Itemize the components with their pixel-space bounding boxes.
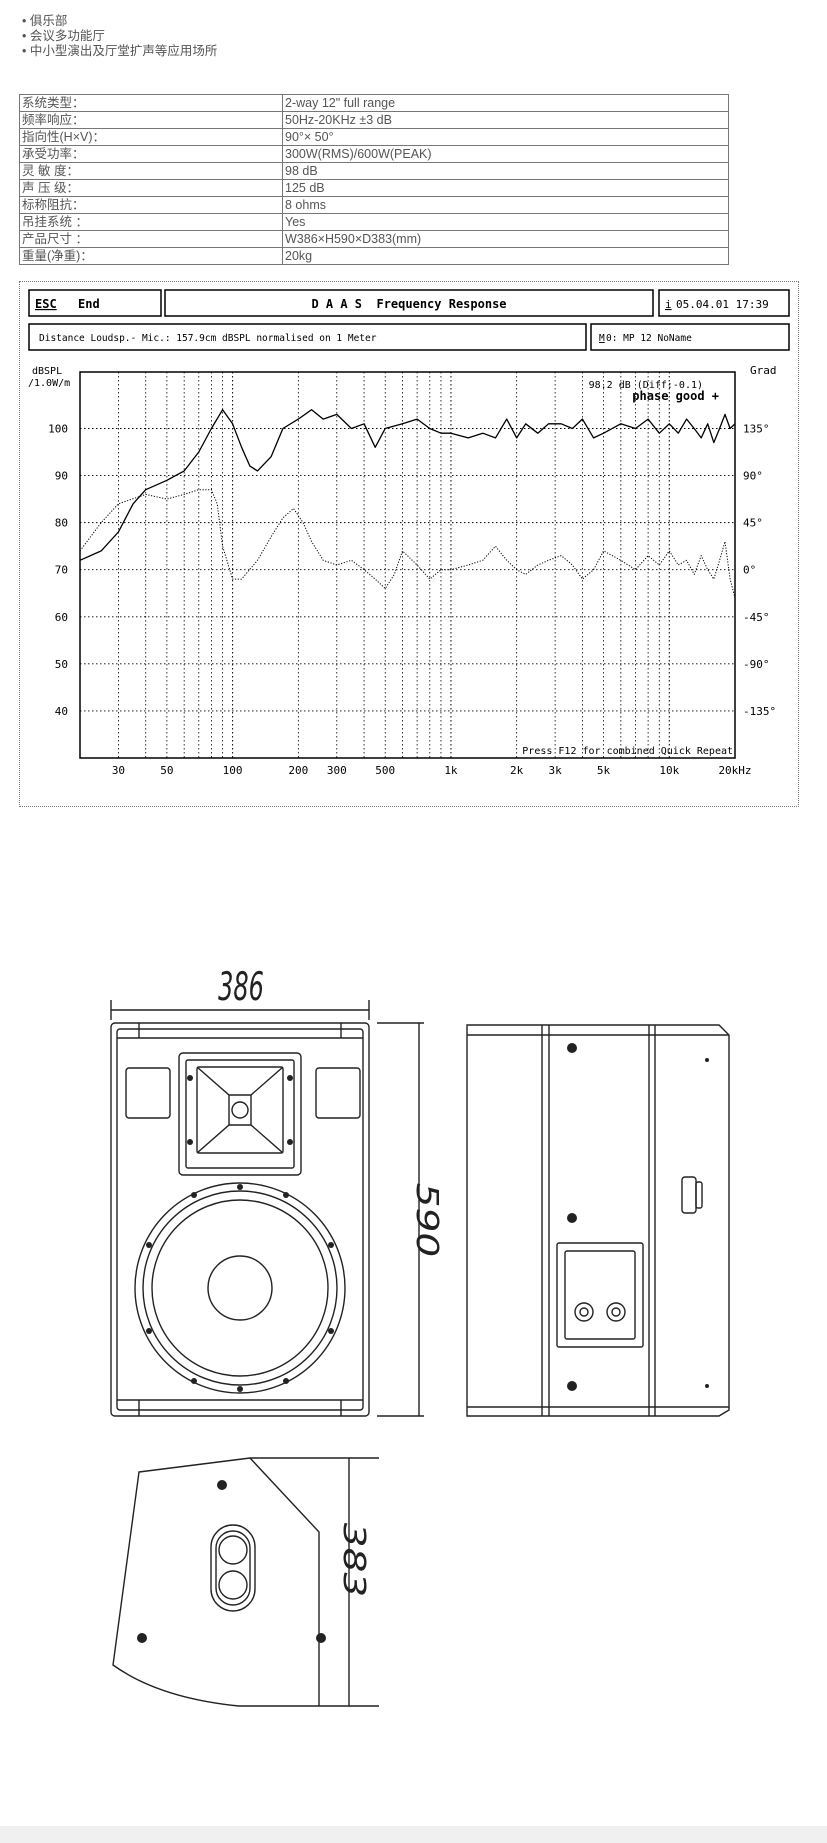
application-list: 俱乐部 会议多功能厅 中小型演出及厅堂扩声等应用场所 [22, 14, 218, 59]
x-tick-label: 1k [444, 764, 458, 777]
esc-key-label: ESC [35, 297, 57, 311]
magnitude-series-line [79, 409, 736, 561]
esc-end-box[interactable] [28, 289, 162, 317]
mode-key-label: M [599, 333, 605, 344]
spec-label: 系统类型： [19, 94, 283, 112]
spec-value: 2-way 12" full range [282, 94, 729, 112]
y-tick-label: 90 [55, 470, 68, 483]
x-tick-label: 100 [223, 764, 243, 777]
mode-text: 0: MP 12 NoName [606, 333, 692, 344]
x-tick-label: 20kHz [718, 764, 751, 777]
dimension-drawings: 386 590 [110, 964, 730, 1707]
spec-label: 频率响应： [19, 111, 283, 129]
x-tick-label: 30 [112, 764, 125, 777]
x-tick-label: 5k [597, 764, 611, 777]
spec-value: 125 dB [282, 179, 729, 197]
spec-row: 吊挂系统 ：Yes [19, 213, 729, 231]
spec-label: 标称阻抗： [19, 196, 283, 214]
y-tick-label: 70 [55, 564, 68, 577]
spec-value: 90°× 50° [282, 128, 729, 146]
datetime-label: 05.04.01 17:39 [676, 298, 769, 311]
y-axis-label: dBSPL [32, 366, 62, 377]
spec-row: 标称阻抗：8 ohms [19, 196, 729, 214]
side-view-drawing [466, 1024, 730, 1417]
application-item: 中小型演出及厅堂扩声等应用场所 [22, 44, 218, 59]
chart-footer-text: Press F12 for combined Quick Repeat [522, 746, 733, 757]
spec-label: 重量(净重)： [19, 247, 283, 265]
spec-row: 指向性(H×V)：90°× 50° [19, 128, 729, 146]
y2-axis-label: Grad [750, 364, 777, 377]
plot-frame [79, 371, 736, 759]
top-view-drawing: 383 [112, 1457, 379, 1707]
x-tick-label: 3k [548, 764, 562, 777]
y2-tick-label: 45° [743, 517, 763, 530]
spec-label: 声 压 级： [19, 179, 283, 197]
y2-tick-label: 135° [743, 422, 770, 435]
width-dimension-label: 386 [218, 964, 264, 1010]
y2-tick-label: 0° [743, 564, 756, 577]
front-view-drawing: 386 590 [110, 964, 444, 1417]
y-tick-label: 50 [55, 658, 68, 671]
chart-subtitle: Distance Loudsp.- Mic.: 157.9cm dBSPL no… [39, 333, 377, 344]
spec-label: 指向性(H×V)： [19, 128, 283, 146]
x-tick-label: 200 [288, 764, 308, 777]
y-tick-label: 80 [55, 517, 68, 530]
x-tick-label: 2k [510, 764, 524, 777]
title-box [164, 289, 654, 317]
datetime-box [658, 289, 790, 317]
spec-value: 300W(RMS)/600W(PEAK) [282, 145, 729, 163]
spec-value: Yes [282, 213, 729, 231]
subtitle-box [28, 323, 587, 351]
spec-label: 灵 敏 度： [19, 162, 283, 180]
x-tick-label: 10k [659, 764, 679, 777]
spec-value: 8 ohms [282, 196, 729, 214]
spec-label: 产品尺寸 ： [19, 230, 283, 248]
y-tick-label: 100 [48, 422, 68, 435]
spec-value: 20kg [282, 247, 729, 265]
x-tick-label: 300 [327, 764, 347, 777]
annotation-phase: phase good + [632, 389, 719, 403]
frequency-response-chart: ESC End D A A S Frequency Response i 05.… [19, 281, 799, 807]
spec-value: 50Hz-20KHz ±3 dB [282, 111, 729, 129]
spec-label: 吊挂系统 ： [19, 213, 283, 231]
mode-box [590, 323, 790, 351]
y-tick-label: 60 [55, 611, 68, 624]
spec-row: 系统类型：2-way 12" full range [19, 94, 729, 112]
y-axis-unit-label: /1.0W/m [28, 378, 70, 389]
spec-value: 98 dB [282, 162, 729, 180]
info-key-label: i [665, 298, 672, 311]
spec-row: 频率响应：50Hz-20KHz ±3 dB [19, 111, 729, 129]
spec-row: 承受功率：300W(RMS)/600W(PEAK) [19, 145, 729, 163]
spec-row: 产品尺寸 ：W386×H590×D383(mm) [19, 230, 729, 248]
spec-row: 灵 敏 度：98 dB [19, 162, 729, 180]
y2-tick-label: -90° [743, 658, 770, 671]
phase-series-line [79, 489, 736, 599]
spec-row: 声 压 级：125 dB [19, 179, 729, 197]
application-item: 会议多功能厅 [22, 29, 217, 44]
y2-tick-label: -135° [743, 705, 776, 718]
spec-value: W386×H590×D383(mm) [282, 230, 729, 248]
chart-title: D A A S Frequency Response [311, 297, 506, 311]
y-tick-label: 40 [55, 705, 68, 718]
x-tick-label: 50 [160, 764, 173, 777]
x-tick-label: 500 [375, 764, 395, 777]
spec-row: 重量(净重)：20kg [19, 247, 729, 265]
footer-bar [0, 1826, 827, 1843]
application-item: 俱乐部 [22, 14, 217, 29]
annotation-value: 98.2 dB (Diff:-0.1) [589, 380, 703, 391]
y2-tick-label: 90° [743, 470, 763, 483]
end-label: End [78, 297, 100, 311]
spec-label: 承受功率： [19, 145, 283, 163]
depth-dimension-label: 383 [336, 1523, 370, 1597]
height-dimension-label: 590 [409, 1183, 443, 1257]
y2-tick-label: -45° [743, 611, 770, 624]
